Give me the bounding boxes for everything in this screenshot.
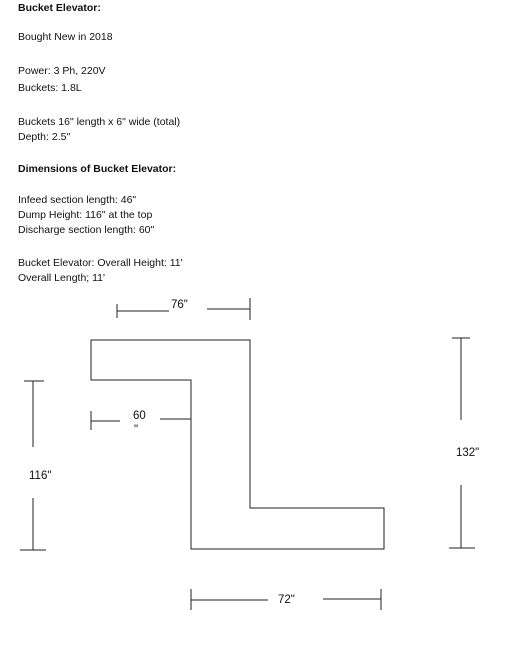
buckets-text: Buckets: 1.8L	[18, 82, 82, 94]
right-height-label: 132"	[456, 447, 479, 459]
left-height-label: 116"	[29, 470, 51, 482]
middle-width-unit: "	[134, 424, 138, 436]
bottom-width-label: 72"	[278, 594, 295, 606]
infeed-text: Infeed section length: 46"	[18, 194, 137, 206]
overall-length-text: Overall Length; 11'	[18, 272, 106, 284]
doc-title: Bucket Elevator:	[18, 2, 101, 14]
middle-width-label: 60	[133, 410, 146, 422]
bucket-size-text: Buckets 16" length x 6" wide (total)	[18, 116, 181, 128]
elevator-outline	[90, 339, 385, 550]
power-text: Power: 3 Ph, 220V	[18, 65, 106, 77]
top-width-label: 76"	[171, 299, 188, 311]
discharge-text: Discharge section length: 60"	[18, 224, 155, 236]
bought-text: Bought New in 2018	[18, 31, 113, 43]
overall-height-text: Bucket Elevator: Overall Height: 11'	[18, 257, 183, 269]
dump-height-text: Dump Height: 116" at the top	[18, 209, 153, 221]
dimensions-heading: Dimensions of Bucket Elevator:	[18, 163, 177, 175]
depth-text: Depth: 2.5"	[18, 131, 71, 143]
